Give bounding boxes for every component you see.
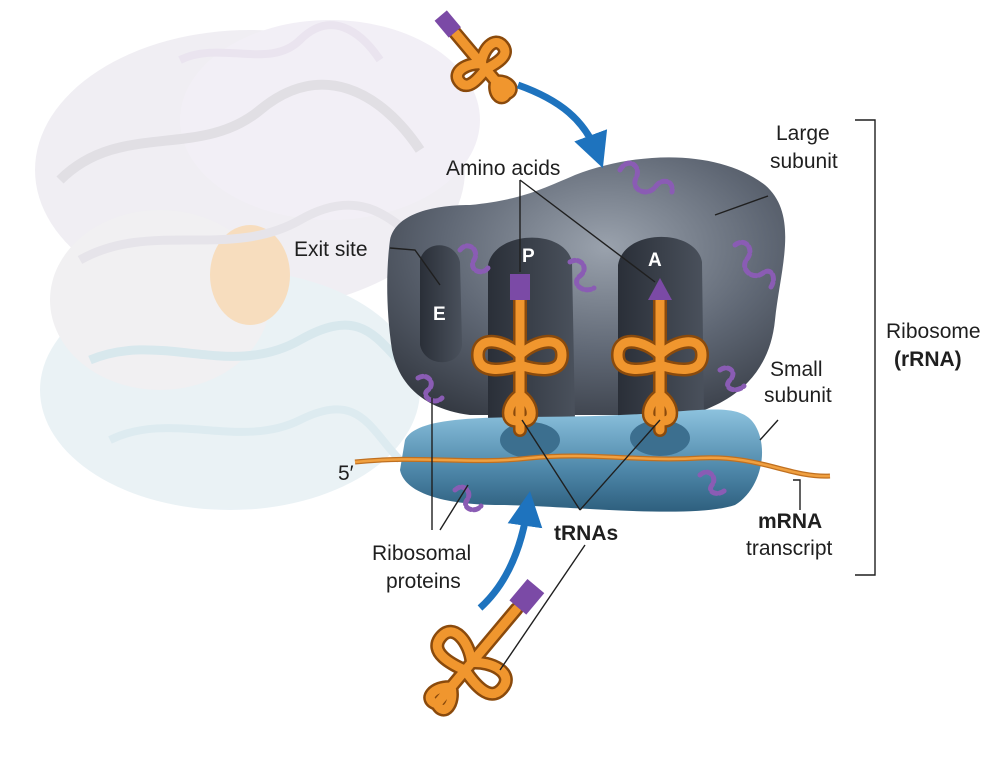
a-site-label: A <box>648 250 662 271</box>
large-subunit-label-line1: Large <box>776 122 830 145</box>
p-site-label: P <box>522 246 535 267</box>
arrow-incoming-top <box>516 81 608 169</box>
p-site-amino-acid <box>510 274 530 300</box>
e-site-label: E <box>433 304 446 325</box>
mrna-label-line2: transcript <box>746 537 833 560</box>
large-subunit-label-line2: subunit <box>770 150 838 173</box>
incoming-trna-top <box>434 10 518 105</box>
mrna-label-line1: mRNA <box>758 510 822 533</box>
a-site-well <box>630 420 690 456</box>
incoming-trna-bottom <box>423 578 545 717</box>
p-site-well <box>500 422 560 458</box>
exit-site-pocket <box>420 245 462 363</box>
trna-p-site <box>471 274 569 437</box>
leader-lines <box>389 119 876 671</box>
ribosome-label-line1: Ribosome <box>886 320 981 343</box>
trnas-label: tRNAs <box>554 522 618 545</box>
ribosomal-proteins-label-line2: proteins <box>386 570 461 593</box>
five-prime-label: 5′ <box>338 462 354 485</box>
amino-acids-label: Amino acids <box>446 157 560 180</box>
a-site-amino-acid <box>648 278 672 300</box>
background-structure <box>35 20 480 510</box>
ribosomal-protein-squiggles <box>415 160 776 513</box>
trna-a-site <box>611 278 709 437</box>
arrow-incoming-bottom <box>477 491 543 611</box>
small-subunit-label-line1: Small <box>770 358 823 381</box>
small-subunit-label-line2: subunit <box>764 384 832 407</box>
ribosomal-proteins-label-line1: Ribosomal <box>372 542 471 565</box>
ribosome-label-line2: (rRNA) <box>894 348 962 371</box>
exit-site-label: Exit site <box>294 238 368 261</box>
